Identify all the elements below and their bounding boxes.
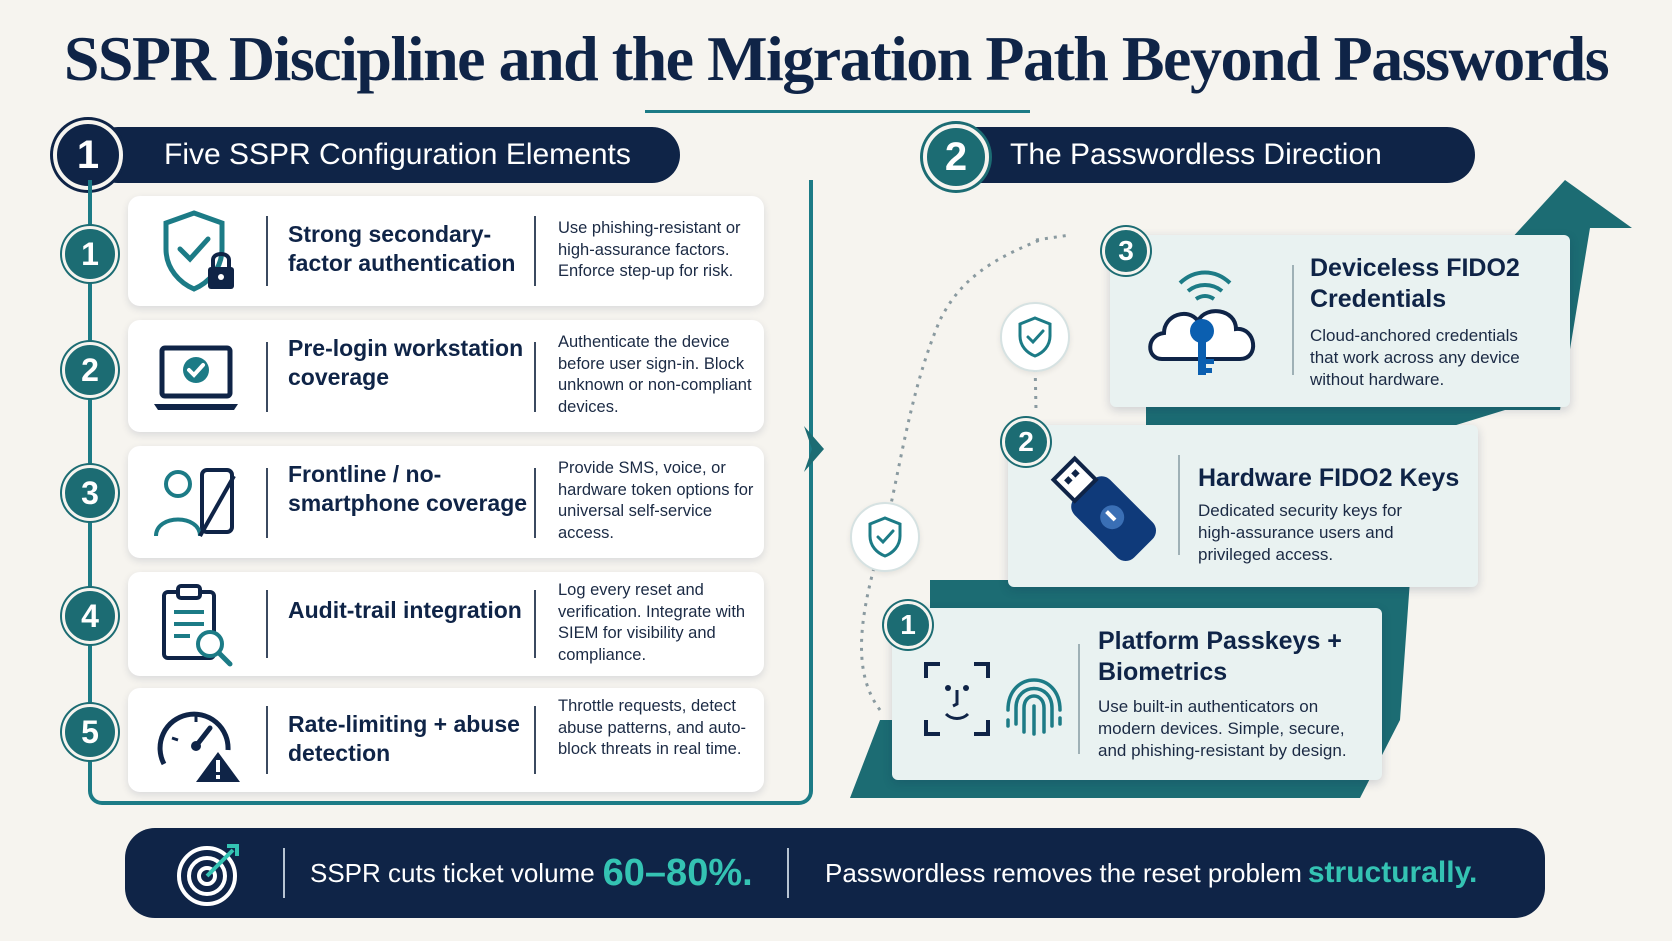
left-section-heading: Five SSPR Configuration Elements xyxy=(164,138,631,171)
config-label-3: Frontline / no-smartphone coverage xyxy=(288,461,528,516)
config-label-2: Pre-login workstation coverage xyxy=(288,335,524,390)
right-section-header: The Passwordless Direction xyxy=(930,127,1475,183)
item-number-4: 4 xyxy=(62,588,118,644)
config-label-5: Rate-limiting + abuse detection xyxy=(288,711,520,766)
banner-message-emphasis: structurally. xyxy=(1307,856,1478,889)
gauge-warning-icon xyxy=(157,711,240,782)
config-card-1: Strong secondary-factor authentication U… xyxy=(128,196,764,306)
right-section-number: 2 xyxy=(923,124,989,190)
step-number-2: 2 xyxy=(1002,418,1050,466)
left-section-header: Five SSPR Configuration Elements xyxy=(90,127,680,183)
config-desc-2: Authenticate the device before user sign… xyxy=(558,333,752,416)
passwordless-step-2: Hardware FIDO2 Keys Dedicated security k… xyxy=(1008,425,1478,587)
config-desc-5: Throttle requests, detect abuse patterns… xyxy=(558,697,747,758)
face-fingerprint-icon xyxy=(924,662,1062,736)
item-number-2: 2 xyxy=(62,342,118,398)
cloud-key-icon xyxy=(1148,270,1256,375)
config-desc-1: Use phishing-resistant or high-assurance… xyxy=(558,219,741,280)
laptop-check-icon xyxy=(154,345,238,410)
config-desc-3: Provide SMS, voice, or hardware token op… xyxy=(558,459,754,542)
step-3-desc: Cloud-anchored credentials that work acr… xyxy=(1310,326,1520,389)
track-chevron-icon xyxy=(804,426,824,472)
config-card-2: Pre-login workstation coverage Authentic… xyxy=(128,320,764,432)
user-no-phone-icon xyxy=(154,468,236,537)
step-number-3: 3 xyxy=(1102,227,1150,275)
config-card-5: Rate-limiting + abuse detection Throttle… xyxy=(128,688,764,792)
shield-check-bubble-lower xyxy=(850,502,920,572)
clipboard-search-icon xyxy=(162,584,233,667)
banner-stat-value: 60–80%. xyxy=(602,851,753,894)
shield-lock-icon xyxy=(163,210,234,292)
shield-check-icon xyxy=(1018,316,1052,358)
shield-check-icon xyxy=(868,516,902,558)
step-number-1: 1 xyxy=(884,601,932,649)
item-number-1: 1 xyxy=(62,226,118,282)
config-card-4: Audit-trail integration Log every reset … xyxy=(128,572,764,676)
left-section-number: 1 xyxy=(53,120,123,190)
step-1-desc: Use built-in authenticators on modern de… xyxy=(1098,697,1347,760)
item-number-3: 3 xyxy=(62,465,118,521)
step-2-desc: Dedicated security keys for high-assuran… xyxy=(1198,501,1403,564)
config-card-3: Frontline / no-smartphone coverage Provi… xyxy=(128,446,764,558)
step-3-title: Deviceless FIDO2 Credentials xyxy=(1310,254,1520,313)
usb-key-icon xyxy=(1050,455,1157,562)
summary-banner: SSPR cuts ticket volume 60–80%. Password… xyxy=(125,828,1545,918)
title-underline xyxy=(645,110,1030,113)
banner-message: Passwordless removes the reset problem s… xyxy=(825,828,1477,918)
config-label-4: Audit-trail integration xyxy=(288,597,522,623)
step-2-title: Hardware FIDO2 Keys xyxy=(1198,464,1460,492)
passwordless-step-3: Deviceless FIDO2 Credentials Cloud-ancho… xyxy=(1110,235,1570,407)
step-1-title: Platform Passkeys + Biometrics xyxy=(1098,627,1342,686)
page-title: SSPR Discipline and the Migration Path B… xyxy=(63,23,1610,94)
banner-stat: SSPR cuts ticket volume 60–80%. xyxy=(310,828,753,918)
config-desc-4: Log every reset and verification. Integr… xyxy=(558,581,746,664)
target-icon xyxy=(177,844,239,906)
item-number-5: 5 xyxy=(62,704,118,760)
right-section-heading: The Passwordless Direction xyxy=(1010,138,1382,171)
config-label-1: Strong secondary-factor authentication xyxy=(288,221,516,276)
shield-check-bubble-upper xyxy=(1000,302,1070,372)
passwordless-step-1: Platform Passkeys + Biometrics Use built… xyxy=(892,608,1382,780)
banner-message-prefix: Passwordless removes the reset problem xyxy=(825,857,1302,888)
banner-stat-prefix: SSPR cuts ticket volume xyxy=(310,857,595,888)
dotted-progress-connector xyxy=(860,233,1071,711)
